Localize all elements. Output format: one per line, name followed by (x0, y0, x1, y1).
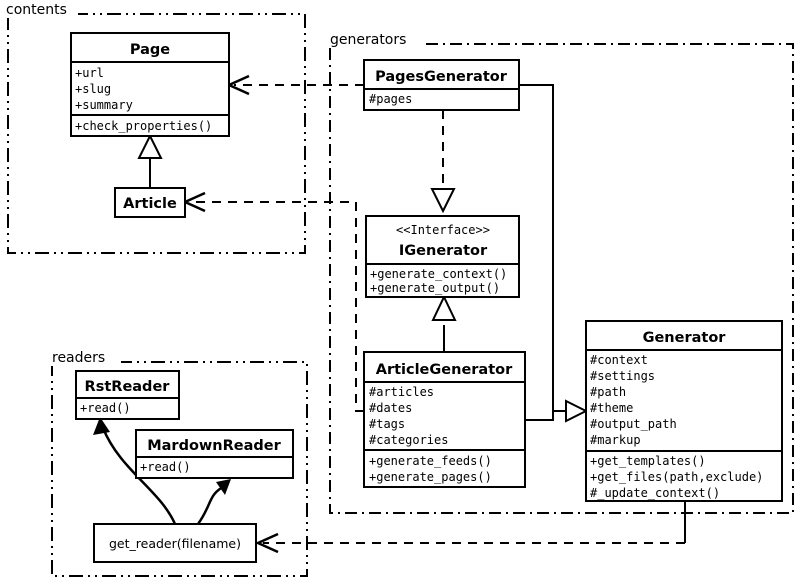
class-generator-method-1: +get_files(path,exclude) (590, 470, 763, 484)
class-generator-method-0: +get_templates() (590, 454, 706, 468)
rel-articlegen-igen (431, 294, 457, 352)
rel-pagesgen-generator (519, 84, 566, 412)
class-mardownreader-name: MardownReader (147, 438, 281, 454)
package-generators-label-bg (328, 30, 424, 48)
rel-getreader-mardownreader (196, 479, 231, 525)
rel-getreader-mardownreader-line (196, 484, 226, 525)
class-igenerator-method-0: +generate_context() (370, 267, 507, 281)
class-generator-attr-3: #theme (590, 401, 633, 415)
class-rstreader-box[interactable] (75, 370, 180, 420)
class-pagesgenerator-name: PagesGenerator (375, 69, 508, 85)
class-articlegenerator-method-1: +generate_pages() (369, 470, 492, 484)
class-articlegenerator-name: ArticleGenerator (376, 362, 513, 378)
class-rstreader[interactable]: RstReader +read() (75, 370, 180, 420)
class-articlegenerator-attr-2: #tags (369, 417, 405, 431)
rel-articlegen-article-line (190, 201, 364, 412)
function-get-reader-label: get_reader(filename) (109, 536, 241, 551)
rel-articlegen-igen-arrowhead (431, 294, 457, 321)
class-article[interactable]: Article (114, 187, 186, 218)
class-articlegenerator-attr-1: #dates (369, 401, 412, 415)
class-generator-attr-2: #path (590, 385, 626, 399)
class-page-method-0: +check_properties() (75, 119, 212, 133)
class-generator-attr-5: #markup (590, 433, 641, 447)
class-mardownreader-box[interactable] (135, 429, 294, 479)
package-generators-label: generators (330, 32, 406, 48)
rel-generator-getreader (254, 501, 686, 554)
rel-articlegen-generator (525, 399, 589, 423)
class-generator-attr-1: #settings (590, 369, 655, 383)
class-mardownreader-method-0: +read() (140, 460, 191, 474)
class-pagesgenerator[interactable]: PagesGenerator #pages (363, 59, 520, 111)
class-page-box[interactable] (70, 32, 230, 137)
class-page-attr-1: +slug (75, 82, 111, 96)
class-articlegenerator-method-0: +generate_feeds() (369, 454, 492, 468)
class-mardownreader[interactable]: MardownReader +read() (135, 429, 294, 479)
rel-getreader-mardownreader-arrowhead (216, 479, 231, 495)
class-articlegenerator-attr-3: #categories (369, 433, 448, 447)
class-articlegenerator-attr-0: #articles (369, 385, 434, 399)
rel-pagesgen-igen (430, 110, 456, 214)
class-article-box[interactable] (114, 187, 186, 218)
rel-pagesgen-igen-arrowhead (430, 188, 456, 214)
rel-pagesgen-generator-line (519, 84, 566, 412)
package-generators: generators (328, 30, 794, 514)
rel-pagesgen-page (225, 74, 364, 96)
class-pagesgenerator-attr-0: #pages (369, 92, 412, 106)
package-readers: readers (49, 348, 308, 577)
class-igenerator-stereotype: <<Interface>> (396, 223, 490, 237)
package-contents: contents (4, 0, 306, 254)
package-readers-label-bg (49, 348, 121, 366)
class-page-attr-2: +summary (75, 98, 133, 112)
class-pagesgenerator-box[interactable] (363, 59, 520, 111)
class-generator-attr-0: #context (590, 353, 648, 367)
rel-articlegen-article (181, 191, 364, 412)
class-generator[interactable]: Generator #context #settings #path #them… (585, 320, 783, 502)
class-articlegenerator-box[interactable] (363, 351, 526, 488)
rel-articlegen-generator-line (525, 410, 566, 421)
function-get-reader[interactable]: get_reader(filename) (93, 523, 257, 563)
class-page[interactable]: Page +url +slug +summary +check_properti… (70, 32, 230, 137)
package-contents-border (7, 13, 306, 254)
class-rstreader-name: RstReader (85, 379, 171, 395)
package-contents-label-bg (4, 0, 78, 18)
rel-generator-getreader-arrowhead (254, 532, 279, 554)
class-igenerator[interactable]: <<Interface>> IGenerator +generate_conte… (365, 215, 520, 298)
class-rstreader-method-0: +read() (80, 401, 131, 415)
class-igenerator-name: IGenerator (399, 243, 488, 259)
class-page-name: Page (130, 42, 170, 58)
package-readers-label: readers (52, 350, 105, 366)
rel-article-page (137, 133, 163, 188)
rel-articlegen-generator-arrowhead (565, 399, 589, 423)
class-generator-name: Generator (643, 330, 727, 346)
class-igenerator-method-1: +generate_output() (370, 281, 500, 295)
package-contents-label: contents (6, 2, 67, 18)
rel-article-page-arrowhead (137, 133, 163, 159)
function-get-reader-box[interactable] (93, 523, 257, 563)
class-igenerator-box[interactable] (365, 215, 520, 298)
class-article-name: Article (123, 196, 177, 212)
class-page-attr-0: +url (75, 66, 104, 80)
rel-getreader-rstreader-arrowhead (93, 417, 110, 435)
class-generator-attr-4: #output_path (590, 417, 677, 431)
class-articlegenerator[interactable]: ArticleGenerator #articles #dates #tags … (363, 351, 526, 488)
class-generator-method-2: #_update_context() (590, 486, 720, 500)
package-readers-border (51, 361, 308, 577)
